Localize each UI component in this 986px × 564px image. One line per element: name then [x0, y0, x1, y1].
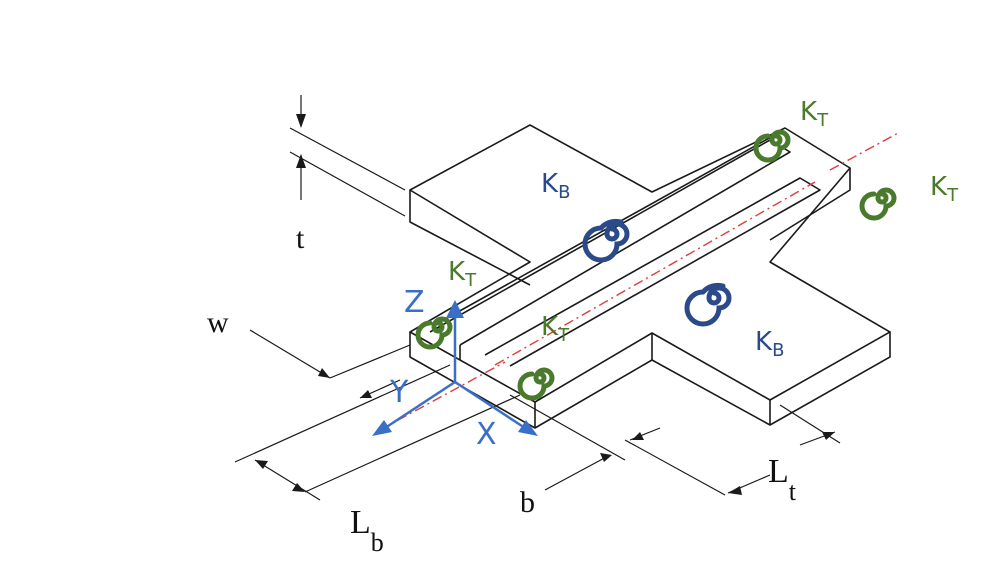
dimension-lt — [624, 404, 841, 496]
svg-text:Lb: Lb — [350, 504, 384, 557]
label-lt-main: L — [768, 453, 789, 490]
kt-label-1-main: K — [800, 97, 818, 127]
label-w: w — [207, 306, 229, 339]
kb-label-1-main: K — [541, 169, 559, 199]
label-lt-sub: t — [789, 477, 797, 506]
bending-spring-1 — [582, 218, 630, 263]
torsion-spring-3 — [415, 316, 453, 350]
dimension-w — [249, 329, 411, 399]
svg-text:KB: KB — [755, 327, 784, 361]
cross-structure — [409, 124, 891, 429]
kt-label-3-sub: T — [464, 270, 477, 291]
kt-label-4-sub: T — [557, 325, 570, 346]
label-b: b — [520, 486, 535, 519]
bending-spring-2 — [684, 282, 732, 327]
kb-label-1-sub: B — [558, 182, 570, 203]
dimension-lb — [234, 364, 521, 501]
label-lb-main: L — [350, 504, 371, 541]
axis-label-x: X — [476, 417, 497, 452]
axis-label-z: Z — [404, 285, 425, 320]
kt-label-1-sub: T — [816, 110, 829, 131]
kt-label-2-main: K — [930, 172, 948, 202]
coordinate-axes — [372, 300, 538, 436]
kb-label-2-main: K — [755, 327, 773, 357]
dimension-t — [289, 95, 406, 217]
axis-label-y: Y — [389, 375, 409, 410]
svg-text:KT: KT — [800, 97, 829, 131]
torsion-spring-1 — [753, 129, 791, 163]
svg-text:KB: KB — [541, 169, 570, 203]
svg-text:Lt: Lt — [768, 453, 797, 506]
kt-label-2-sub: T — [946, 185, 959, 206]
svg-text:KT: KT — [448, 257, 477, 291]
svg-text:KT: KT — [930, 172, 959, 206]
svg-text:KT: KT — [541, 312, 570, 346]
kt-label-4-main: K — [541, 312, 559, 342]
torsion-spring-4 — [517, 367, 555, 401]
dimension-b — [509, 394, 661, 491]
kt-label-3-main: K — [448, 257, 466, 287]
torsion-spring-2 — [859, 187, 897, 221]
kb-label-2-sub: B — [772, 340, 784, 361]
label-t: t — [296, 222, 305, 255]
label-lb-sub: b — [371, 528, 384, 557]
